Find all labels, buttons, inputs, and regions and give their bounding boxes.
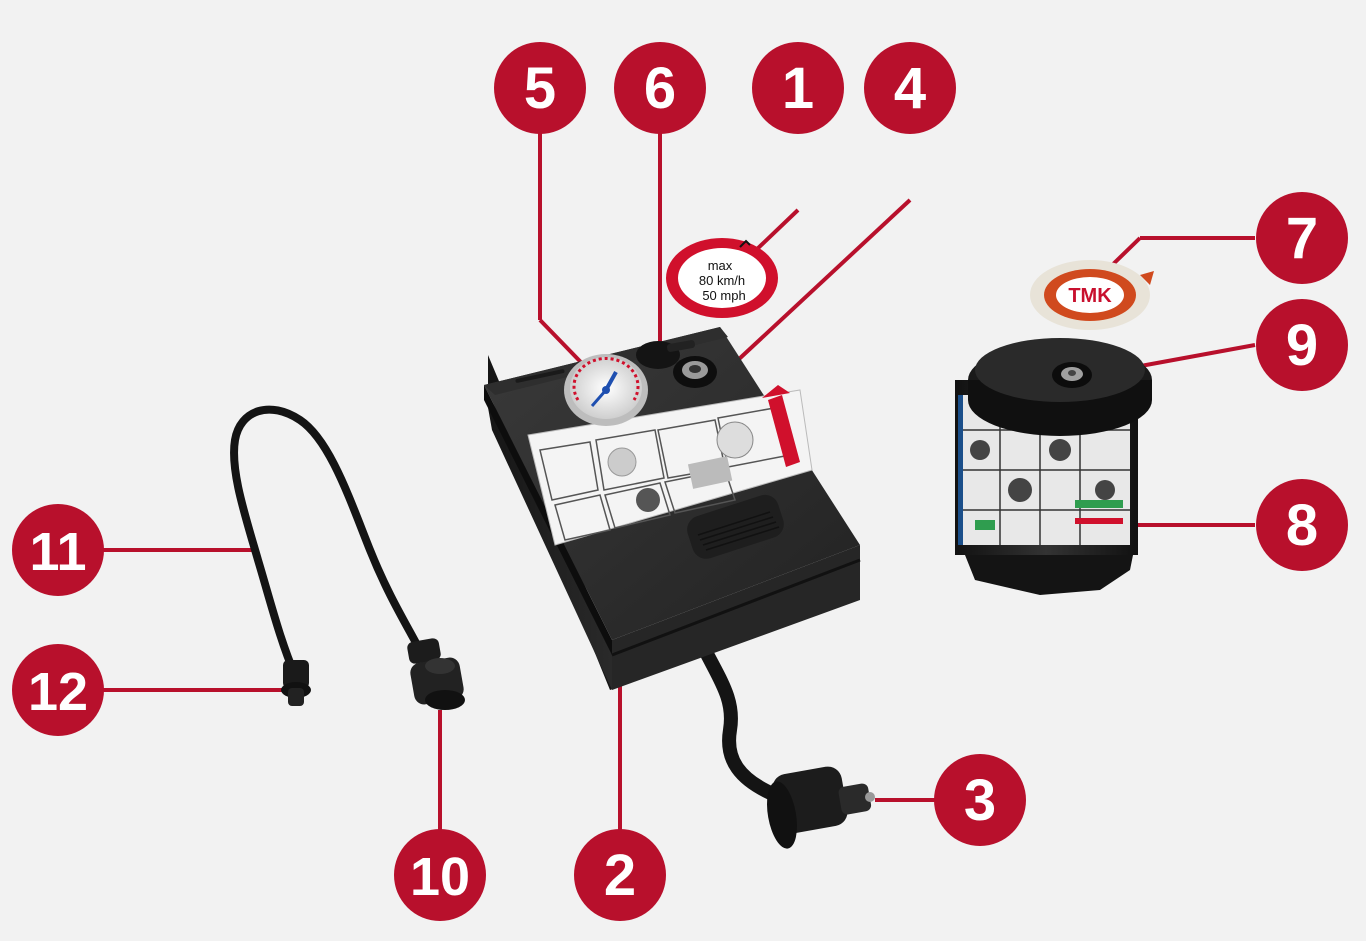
callout-number-7: 7: [1286, 206, 1318, 271]
callout-number-6: 6: [644, 56, 676, 121]
callout-circle-8: [1256, 479, 1348, 571]
pressure-gauge: [564, 354, 648, 426]
callout-circle-9: [1256, 299, 1348, 391]
callout-number-8: 8: [1286, 493, 1318, 558]
power-switch: [636, 340, 696, 369]
speaker-grille: [687, 494, 784, 559]
bottle-valve: [1052, 362, 1092, 388]
callout-circle-5: [494, 42, 586, 134]
callout-circle-12: [12, 644, 104, 736]
callout-circle-1: [752, 42, 844, 134]
callout-circle-4: [864, 42, 956, 134]
hose-end-connector: [281, 660, 311, 706]
callout-circle-2: [574, 829, 666, 921]
callout-circle-10: [394, 829, 486, 921]
leader-line-1: [752, 208, 800, 254]
leader-line-4: [736, 198, 912, 362]
speed-label-line3: 50 mph: [702, 288, 745, 303]
callout-11: 11: [12, 504, 104, 596]
callout-number-9: 9: [1286, 313, 1318, 378]
compressor-power-cable: [698, 643, 782, 802]
callout-number-12: 12: [28, 662, 88, 722]
tmk-sticker-text: TMK: [1068, 285, 1112, 307]
callout-7: 7: [1256, 192, 1348, 284]
compressor: [484, 327, 861, 690]
callout-number-3: 3: [964, 768, 996, 833]
air-hose-connector: [673, 356, 717, 388]
callout-8: 8: [1256, 479, 1348, 571]
speed-limit-label: max 80 km/h 50 mph: [666, 238, 778, 318]
callout-number-11: 11: [29, 522, 86, 582]
callout-circle-11: [12, 504, 104, 596]
callout-5: 5: [494, 42, 586, 134]
callout-number-5: 5: [524, 56, 556, 121]
tmk-sticker: TMK: [1030, 260, 1154, 330]
callout-circle-3: [934, 754, 1026, 846]
callout-number-4: 4: [894, 56, 926, 121]
callout-2: 2: [574, 829, 666, 921]
callout-number-2: 2: [604, 843, 636, 908]
filler-hose: [230, 405, 429, 679]
callout-3: 3: [934, 754, 1026, 846]
hose-bottle-connector: [407, 638, 465, 710]
callout-number-1: 1: [782, 56, 814, 121]
callout-10: 10: [394, 829, 486, 921]
callout-9: 9: [1256, 299, 1348, 391]
sealant-bottle: [955, 338, 1152, 595]
callout-4: 4: [864, 42, 956, 134]
leader-lines: [100, 128, 1256, 830]
instruction-sticker: [527, 385, 813, 546]
callout-circle-7: [1256, 192, 1348, 284]
callout-1: 1: [752, 42, 844, 134]
speed-label-line2: 80 km/h: [699, 273, 745, 288]
callout-6: 6: [614, 42, 706, 134]
power-plug: [767, 766, 875, 849]
callout-circle-6: [614, 42, 706, 134]
callout-12: 12: [12, 644, 104, 736]
speed-label-line1: max: [708, 258, 733, 273]
callout-number-10: 10: [410, 847, 470, 907]
